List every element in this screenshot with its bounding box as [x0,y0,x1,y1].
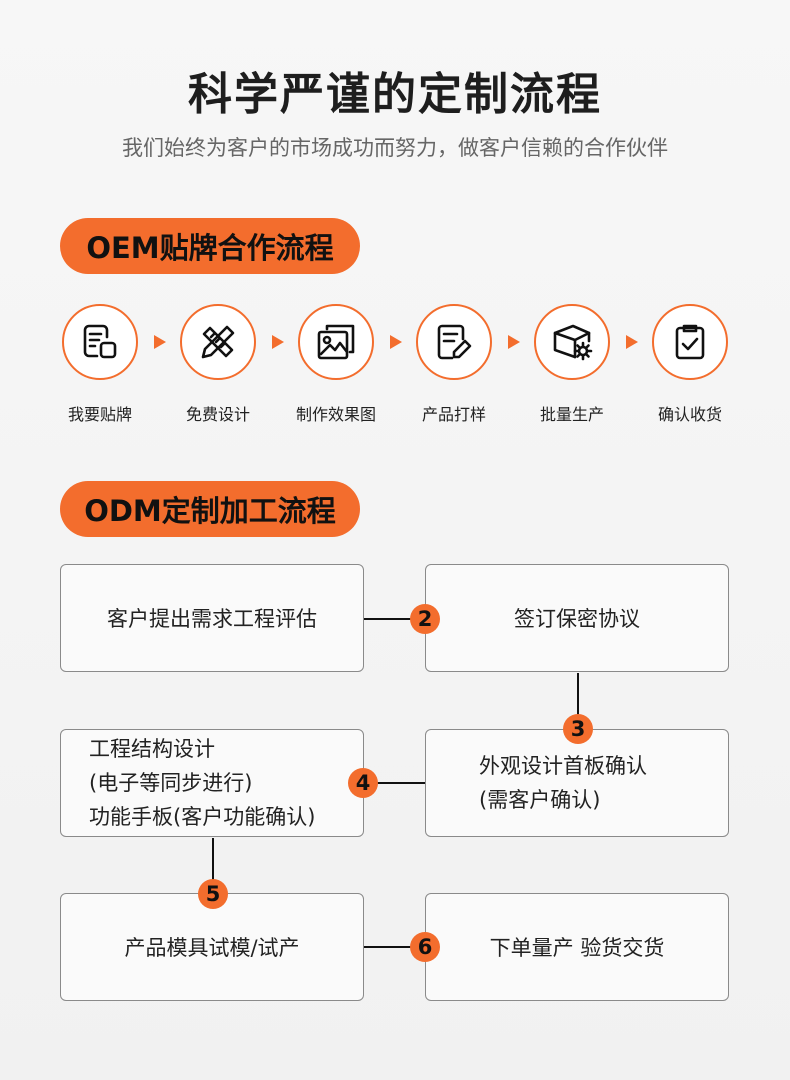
odm-step-text: 产品模具试模/试产 [124,936,300,960]
oem-step-label: 我要贴牌 [67,405,132,424]
oem-step-5: 批量生产 [532,304,612,424]
oem-step-4: 产品打样 [414,304,494,424]
connector-line [364,946,426,948]
flow-arrow-icon [626,335,638,349]
oem-step-1: 我要贴牌 [60,304,140,424]
flow-arrow-icon [154,335,166,349]
step-number-badge: 3 [563,714,593,744]
odm-step-box-3: 外观设计首板确认 (需客户确认) [425,729,729,837]
connector-line [364,618,426,620]
step-number-badge: 2 [410,604,440,634]
connector-line [577,673,579,730]
odm-step-text: 签订保密协议 [514,607,640,631]
sample-edit-icon [416,304,492,380]
design-pencil-ruler-icon [180,304,256,380]
oem-step-2: 免费设计 [178,304,258,424]
oem-step-label: 产品打样 [421,405,486,424]
box-gear-icon [534,304,610,380]
oem-step-3: 制作效果图 [296,304,376,424]
odm-step-text: 功能手板(客户功能确认) [89,805,316,829]
odm-step-text: 外观设计首板确认 [479,754,647,778]
odm-step-text: 下单量产 验货交货 [489,936,665,960]
odm-step-box-5: 产品模具试模/试产 [60,893,364,1001]
oem-step-label: 批量生产 [539,405,604,424]
image-gallery-icon [298,304,374,380]
oem-section-heading: OEM贴牌合作流程 [60,218,360,274]
odm-step-box-6: 下单量产 验货交货 [425,893,729,1001]
odm-section-heading: ODM定制加工流程 [60,481,360,537]
page-subtitle: 我们始终为客户的市场成功而努力，做客户信赖的合作伙伴 [122,136,668,160]
odm-step-box-1: 客户提出需求工程评估 [60,564,364,672]
step-number-badge: 5 [198,879,228,909]
oem-step-6: 确认收货 [650,304,730,424]
oem-step-label: 制作效果图 [295,405,376,424]
odm-step-text: 工程结构设计 [89,737,215,761]
document-request-icon [62,304,138,380]
step-number-badge: 6 [410,932,440,962]
odm-step-box-2: 签订保密协议 [425,564,729,672]
flow-arrow-icon [508,335,520,349]
oem-step-label: 确认收货 [657,405,722,424]
flow-arrow-icon [272,335,284,349]
connector-line [364,782,426,784]
step-number-badge: 4 [348,768,378,798]
odm-step-box-4: 工程结构设计 (电子等同步进行) 功能手板(客户功能确认) [60,729,364,837]
odm-step-text: (需客户确认) [479,788,601,812]
page-title: 科学严谨的定制流程 [188,69,602,120]
oem-step-label: 免费设计 [185,405,250,424]
clipboard-check-icon [652,304,728,380]
odm-step-text: (电子等同步进行) [89,771,253,795]
flow-arrow-icon [390,335,402,349]
odm-step-text: 客户提出需求工程评估 [107,607,317,631]
connector-line [212,838,214,894]
